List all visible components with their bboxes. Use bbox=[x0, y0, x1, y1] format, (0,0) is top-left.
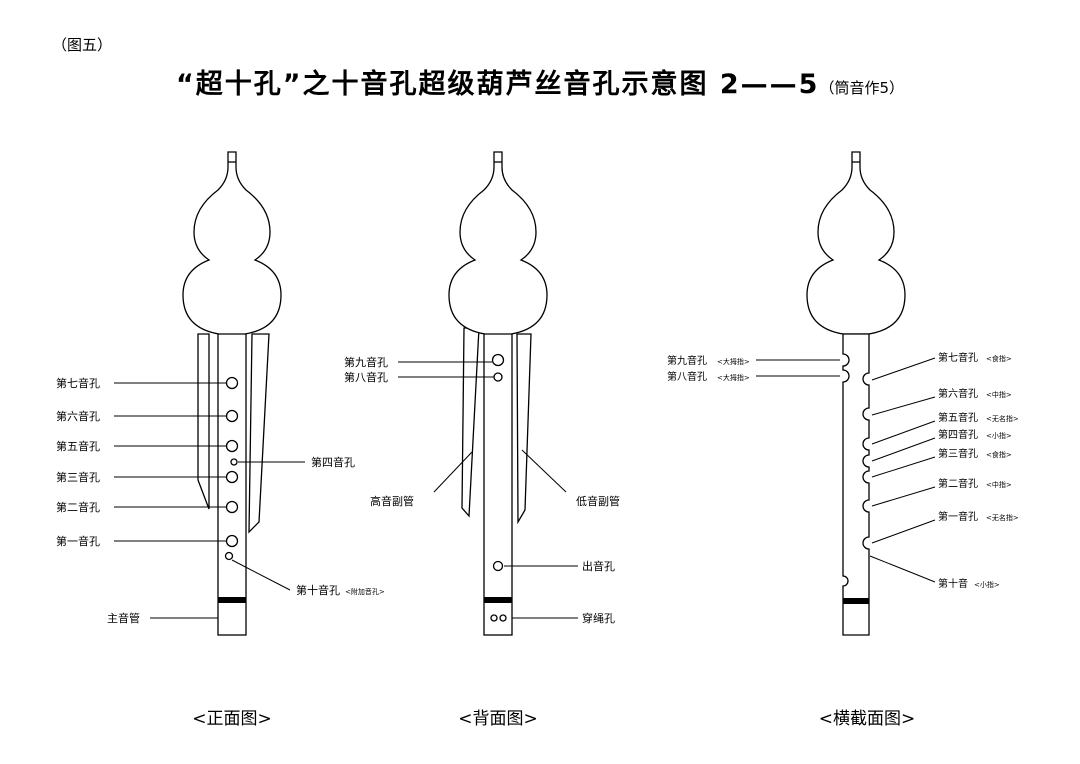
side-label-hole6-note: <中指> bbox=[986, 390, 1012, 399]
side-gourd bbox=[806, 151, 906, 335]
side-label-hole10-note: <小指> bbox=[974, 580, 1000, 589]
front-label-hole4: 第四音孔 bbox=[311, 455, 355, 469]
side-label-hole1-note: <无名指> bbox=[986, 513, 1019, 522]
front-label-hole3: 第三音孔 bbox=[56, 470, 100, 484]
side-leaders bbox=[756, 357, 936, 583]
front-right-side-pipe bbox=[248, 333, 270, 534]
front-hole-1 bbox=[225, 534, 239, 548]
figure-label: （图五） bbox=[52, 36, 113, 54]
caption-back: <背面图> bbox=[458, 709, 538, 729]
back-outlet-hole bbox=[492, 560, 504, 572]
page-title: “超十孔”之十音孔超级葫芦丝音孔示意图 2——5（筒音作5） bbox=[0, 62, 1080, 101]
back-rope-hole-right bbox=[499, 614, 507, 622]
side-label-hole1: 第一音孔 bbox=[938, 510, 978, 523]
side-label-hole7: 第七音孔 bbox=[938, 351, 978, 364]
front-hole-3 bbox=[225, 470, 239, 484]
side-label-hole2-note: <中指> bbox=[986, 480, 1012, 489]
side-label-hole9: 第九音孔 bbox=[667, 354, 707, 367]
side-label-hole6: 第六音孔 bbox=[938, 387, 978, 400]
back-leaders bbox=[398, 361, 578, 619]
front-leaders bbox=[114, 382, 305, 619]
side-label-hole3-note: <食指> bbox=[986, 450, 1012, 459]
front-label-hole5: 第五音孔 bbox=[56, 439, 100, 453]
front-hole-6 bbox=[225, 409, 239, 423]
front-label-hole6: 第六音孔 bbox=[56, 409, 100, 423]
front-labels: 第七音孔 第六音孔 第五音孔 第四音孔 第三音孔 第二音孔 第一音孔 第十音孔 … bbox=[56, 376, 385, 625]
side-label-hole7-note: <食指> bbox=[986, 354, 1012, 363]
side-band bbox=[843, 598, 869, 604]
front-hole-10 bbox=[224, 551, 234, 561]
front-view bbox=[182, 151, 282, 636]
front-label-main-pipe: 主音管 bbox=[107, 611, 140, 625]
side-view bbox=[806, 151, 906, 636]
front-hole-5 bbox=[225, 439, 239, 453]
front-hole-7 bbox=[225, 376, 239, 390]
back-label-low-pipe: 低音副管 bbox=[576, 494, 620, 508]
title-main: “超十孔”之十音孔超级葫芦丝音孔示意图 2——5 bbox=[175, 69, 820, 100]
back-gourd bbox=[448, 151, 548, 335]
caption-side: <横截面图> bbox=[819, 709, 916, 729]
back-left-side-pipe bbox=[461, 327, 480, 518]
side-label-hole5-note: <无名指> bbox=[986, 414, 1019, 423]
front-hole-2 bbox=[225, 500, 239, 514]
side-label-hole8-note: <大拇指> bbox=[717, 373, 750, 382]
back-main-pipe bbox=[483, 329, 513, 636]
side-label-hole9-note: <大拇指> bbox=[717, 357, 750, 366]
front-band bbox=[218, 597, 246, 603]
back-view bbox=[448, 151, 548, 636]
side-label-hole5: 第五音孔 bbox=[938, 411, 978, 424]
back-rope-hole-left bbox=[490, 614, 498, 622]
view-captions: <正面图> <背面图> <横截面图> bbox=[192, 709, 915, 729]
side-labels: 第九音孔 <大拇指> 第八音孔 <大拇指> 第七音孔 <食指> 第六音孔 <中指… bbox=[667, 351, 1019, 590]
side-label-hole2: 第二音孔 bbox=[938, 477, 978, 490]
front-left-side-pipe bbox=[197, 333, 210, 510]
front-gourd bbox=[182, 151, 282, 335]
back-labels: 第九音孔 第八音孔 高音副管 低音副管 出音孔 穿绳孔 bbox=[344, 355, 620, 625]
back-label-rope: 穿绳孔 bbox=[582, 611, 615, 625]
side-label-hole4-note: <小指> bbox=[986, 431, 1012, 440]
front-label-hole10-note: <附加音孔> bbox=[345, 587, 385, 596]
back-hole-9 bbox=[491, 353, 505, 367]
front-hole-4 bbox=[230, 458, 238, 466]
back-right-side-pipe bbox=[516, 333, 532, 525]
front-label-hole2: 第二音孔 bbox=[56, 500, 100, 514]
side-pipe bbox=[842, 333, 870, 636]
back-label-hole9: 第九音孔 bbox=[344, 355, 388, 369]
back-label-hole8: 第八音孔 bbox=[344, 370, 388, 384]
front-label-hole1: 第一音孔 bbox=[56, 534, 100, 548]
side-label-hole4: 第四音孔 bbox=[938, 428, 978, 441]
side-label-hole10: 第十音 bbox=[938, 577, 968, 590]
back-label-outlet: 出音孔 bbox=[582, 559, 615, 573]
side-label-hole3: 第三音孔 bbox=[938, 447, 978, 460]
side-label-hole8: 第八音孔 bbox=[667, 370, 707, 383]
title-note: （筒音作5） bbox=[819, 79, 904, 97]
back-label-high-pipe: 高音副管 bbox=[370, 494, 414, 508]
front-label-hole7: 第七音孔 bbox=[56, 376, 100, 390]
front-label-hole10: 第十音孔 bbox=[296, 583, 340, 597]
caption-front: <正面图> bbox=[192, 709, 272, 729]
back-band bbox=[484, 597, 512, 603]
